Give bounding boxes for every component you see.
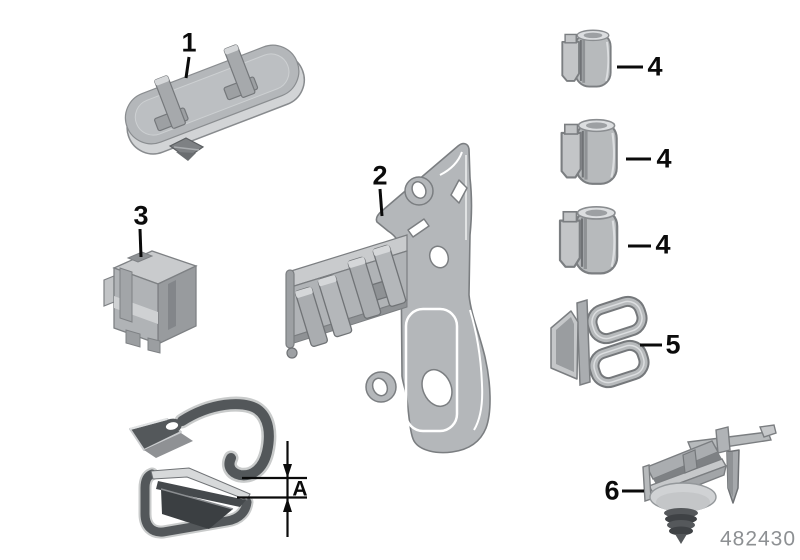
part-6-rail-clip-rivet — [642, 424, 777, 544]
callout-6[interactable]: 6 — [604, 475, 620, 506]
callout-3[interactable]: 3 — [133, 200, 149, 231]
leader-lines — [138, 56, 662, 493]
part-4-spring-clip-middle — [560, 118, 619, 186]
callout-5[interactable]: 5 — [665, 329, 681, 360]
callout-1[interactable]: 1 — [181, 27, 197, 58]
part-2-mounting-bracket — [285, 142, 491, 454]
part-5-double-loop-clip — [550, 295, 650, 389]
dimension-label-a: A — [292, 477, 308, 501]
part-1-base-plate — [124, 44, 306, 161]
callout-4a[interactable]: 4 — [647, 51, 663, 82]
part-3-small-clip — [103, 250, 198, 354]
part-4-spring-clip-bottom — [558, 205, 619, 276]
callout-4b[interactable]: 4 — [656, 143, 672, 174]
callout-4c[interactable]: 4 — [655, 229, 671, 260]
dark-edge-clip — [129, 396, 277, 539]
callout-2[interactable]: 2 — [372, 160, 388, 191]
leader-line-3 — [138, 228, 143, 258]
part-4-spring-clip-top — [560, 28, 613, 88]
leader-line-1 — [184, 56, 191, 79]
leader-line-2 — [378, 188, 384, 217]
drawing-number: 482430 — [719, 527, 797, 551]
dimension-annotation — [237, 441, 307, 537]
